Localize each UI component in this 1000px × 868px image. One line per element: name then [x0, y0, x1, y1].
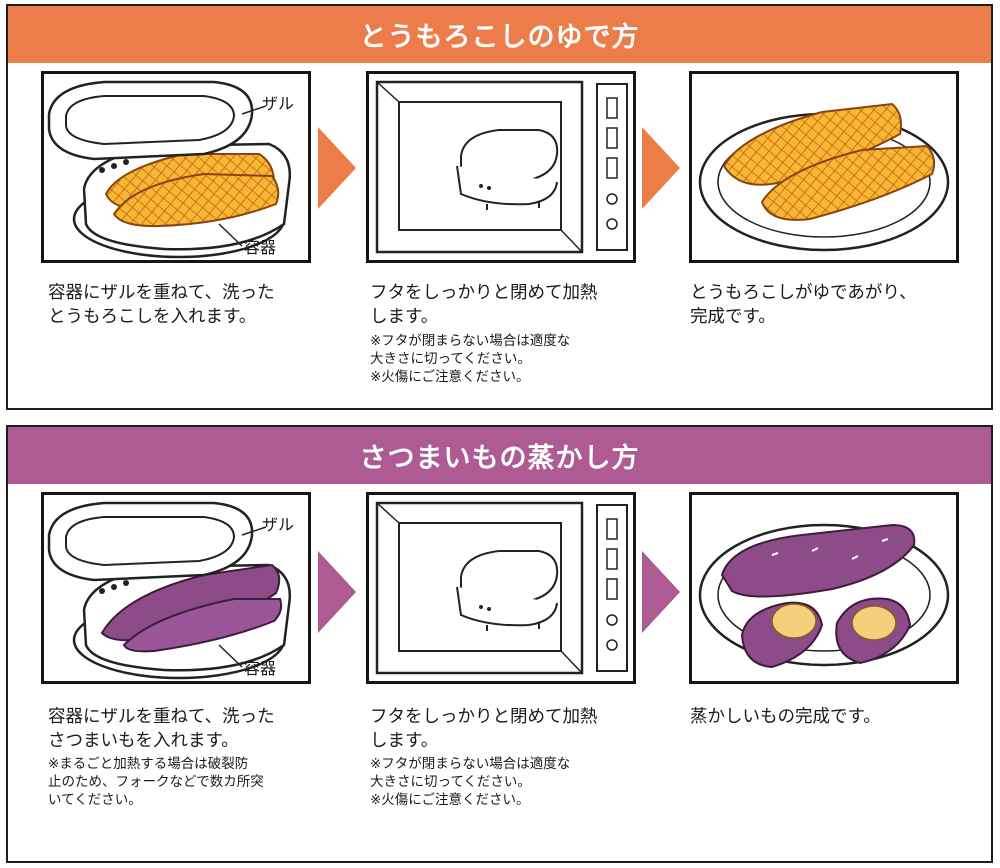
container-label: 容器	[244, 238, 277, 257]
potato-step3-caption: 蒸かしいもの完成です。	[690, 707, 881, 727]
corn-title-banner: とうもろこしのゆで方	[8, 6, 991, 63]
corn-section: とうもろこしのゆで方 ザル 容器	[6, 4, 993, 410]
potato-arrow-2	[642, 551, 680, 633]
potato-step1-caption: 容器にザルを重ねて、洗った さつまいもを入れます。	[48, 707, 275, 751]
corn-step2-caption: フタをしっかりと閉めて加熱 します。	[370, 283, 598, 327]
potato-arrow-1	[318, 551, 356, 633]
potato-step1-note: ※まるごと加熱する場合は破裂防 止のため、フォークなどで数カ所突 いてください。	[48, 756, 264, 808]
corn-arrow-2	[642, 127, 680, 209]
container-label: 容器	[244, 659, 277, 678]
corn-step1-caption: 容器にザルを重ねて、洗った とうもろこしを入れます。	[48, 283, 275, 327]
corn-step2-illustration	[366, 71, 636, 263]
corn-arrow-1	[318, 127, 356, 209]
potato-step2-caption: フタをしっかりと閉めて加熱 します。	[370, 707, 598, 751]
corn-step3-illustration	[689, 71, 959, 263]
potato-step2-note: ※フタが閉まらない場合は適度な 大きさに切ってください。 ※火傷にご注意ください…	[370, 756, 571, 808]
potato-title-banner: さつまいもの蒸かし方	[8, 427, 991, 484]
colander-label: ザル	[262, 94, 295, 113]
corn-step1-illustration: ザル 容器	[41, 71, 311, 263]
potato-step3-illustration	[689, 492, 959, 684]
colander-label: ザル	[262, 515, 295, 534]
potato-step1-illustration: ザル 容器	[41, 492, 311, 684]
corn-step2-note: ※フタが閉まらない場合は適度な 大きさに切ってください。 ※火傷にご注意ください…	[370, 333, 571, 385]
corn-step3-caption: とうもろこしがゆであがり、 完成です。	[690, 283, 917, 327]
corn-title: とうもろこしのゆで方	[359, 22, 640, 53]
potato-title: さつまいもの蒸かし方	[359, 443, 640, 474]
potato-step2-illustration	[366, 492, 636, 684]
potato-section: さつまいもの蒸かし方 ザル 容器	[6, 425, 993, 863]
